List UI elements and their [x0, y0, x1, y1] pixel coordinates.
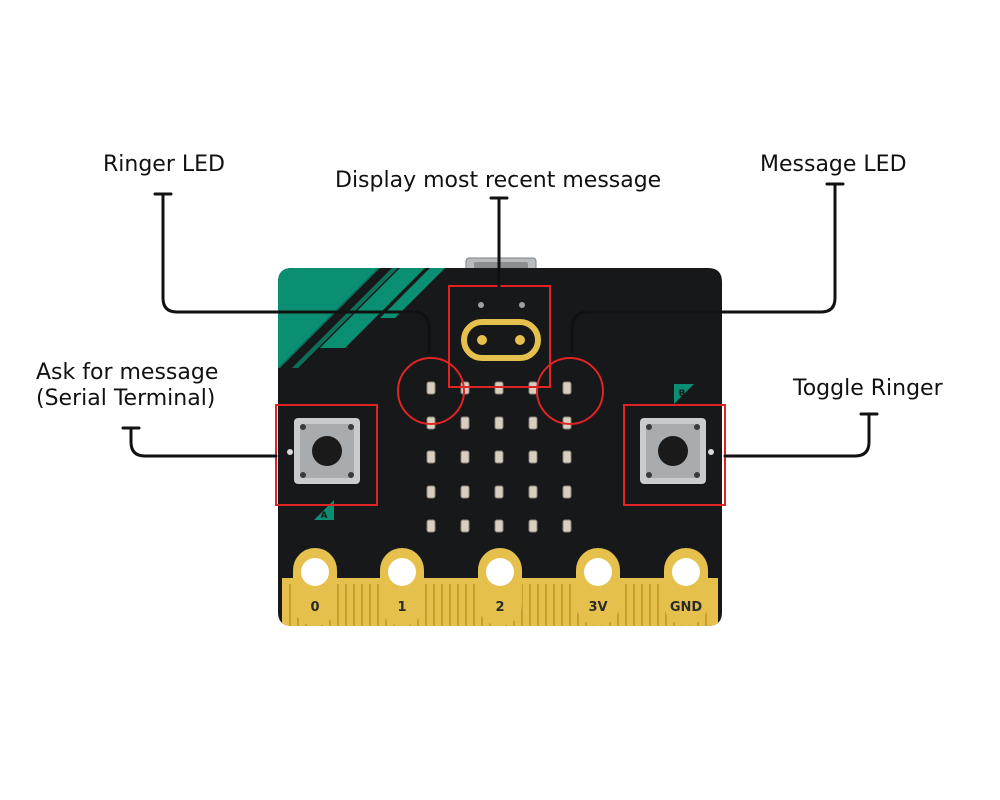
pin-label-2: 2 — [495, 600, 504, 615]
button-a[interactable] — [294, 418, 360, 484]
ask-message-label-line1: Ask for message — [36, 360, 218, 386]
led-r4-c3 — [495, 486, 503, 498]
led-r5-c4 — [529, 520, 537, 532]
led-r1-c5 — [563, 382, 571, 394]
pin-label-3v: 3V — [588, 600, 607, 615]
message-led-label: Message LED — [760, 152, 907, 178]
pin-label-0: 0 — [310, 600, 319, 615]
microbit-board: 0 1 2 3V GND A — [278, 268, 722, 626]
button-b-dot — [708, 449, 714, 455]
button-a-label: A — [321, 511, 328, 521]
led-r1-c1 — [427, 382, 435, 394]
led-r3-c2 — [461, 451, 469, 463]
button-b[interactable] — [640, 418, 706, 484]
led-r5-c1 — [427, 520, 435, 532]
ask-message-label-line2: (Serial Terminal) — [36, 386, 218, 412]
led-r2-c3 — [495, 417, 503, 429]
led-r3-c5 — [563, 451, 571, 463]
pin-hole-4 — [672, 558, 700, 586]
toggle-ringer-leader — [725, 414, 869, 456]
led-r4-c2 — [461, 486, 469, 498]
button-a-dot — [287, 449, 293, 455]
display-message-label: Display most recent message — [335, 168, 661, 194]
pin-hole-2 — [486, 558, 514, 586]
pin-label-gnd: GND — [670, 600, 703, 615]
led-r3-c3 — [495, 451, 503, 463]
led-r2-c4 — [529, 417, 537, 429]
led-r3-c1 — [427, 451, 435, 463]
pin-hole-0 — [301, 558, 329, 586]
ask-message-label: Ask for message (Serial Terminal) — [36, 360, 218, 412]
ringer-led-label: Ringer LED — [103, 152, 225, 178]
button-b-label: B — [679, 389, 686, 399]
led-r4-c5 — [563, 486, 571, 498]
toggle-ringer-label: Toggle Ringer — [793, 376, 943, 402]
led-r2-c2 — [461, 417, 469, 429]
led-r5-c2 — [461, 520, 469, 532]
pin-hole-3 — [584, 558, 612, 586]
ask-message-leader — [131, 428, 276, 456]
led-r4-c1 — [427, 486, 435, 498]
led-r3-c4 — [529, 451, 537, 463]
pin-label-1: 1 — [397, 600, 406, 615]
led-r5-c3 — [495, 520, 503, 532]
led-r5-c5 — [563, 520, 571, 532]
led-r4-c4 — [529, 486, 537, 498]
pin-hole-1 — [388, 558, 416, 586]
